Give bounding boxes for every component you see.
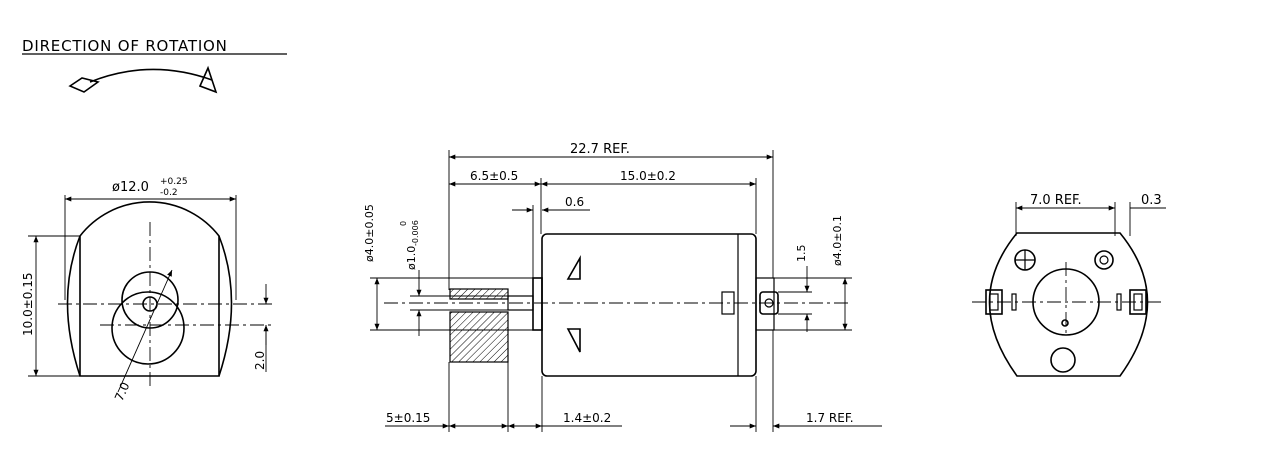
- front-diameter-tol-minus: -0.2: [160, 188, 178, 198]
- rear-spacing-label: 7.0 REF.: [1030, 193, 1082, 208]
- front-view: ø12.0 +0.25 -0.2 10.0±0.15 2.0 7.0: [21, 177, 272, 403]
- side-terminal-height-label: 1.5: [795, 245, 808, 263]
- front-height-label: 10.0±0.15: [21, 273, 35, 337]
- side-shaft-tol-lower: -0.006: [411, 220, 420, 246]
- side-shaft-dia-label: ø1.0: [405, 246, 418, 270]
- side-weight-lower: [449, 311, 509, 363]
- front-ecc-leader: [117, 269, 173, 393]
- rotation-title: DIRECTION OF ROTATION: [22, 37, 228, 55]
- side-body-length-label: 15.0±0.2: [620, 169, 676, 183]
- side-overall-label: 22.7 REF.: [570, 142, 630, 157]
- side-front-boss: [532, 277, 543, 331]
- side-rear-boss: [755, 277, 775, 331]
- front-diameter-tol-plus: +0.25: [160, 177, 188, 187]
- side-shaft-tol-upper: 0: [399, 221, 408, 226]
- side-marker-top-icon: [566, 254, 581, 280]
- rotation-header: DIRECTION OF ROTATION: [22, 37, 287, 94]
- rotation-arrow-head-icon: [198, 65, 218, 94]
- side-marker-bottom-icon: [566, 328, 581, 353]
- side-weight-label: 5±0.15: [386, 411, 430, 425]
- rear-view: 7.0 REF. 0.3: [972, 193, 1166, 377]
- side-rear-boss-label: ø4.0±0.1: [831, 215, 844, 266]
- front-offset-label: 2.0: [253, 351, 267, 370]
- front-body-left-arc: [66, 235, 81, 377]
- rear-body-outline: [988, 232, 1149, 377]
- rotation-arrow-tail-icon: [68, 77, 100, 93]
- side-shaft: [507, 295, 534, 311]
- side-terminal-length-label: 1.7 REF.: [806, 411, 854, 425]
- rear-screw-hole-right-inner: [1099, 255, 1109, 265]
- front-body-outline: [79, 201, 220, 377]
- side-view: 22.7 REF. 6.5±0.5 15.0±0.2 0.6 ø4.0±0.05…: [363, 142, 882, 432]
- rotation-arc: [89, 68, 213, 83]
- front-body-right-arc: [218, 235, 233, 377]
- side-shaft-length-label: 6.5±0.5: [470, 169, 518, 183]
- front-ecc-label: 7.0: [112, 380, 133, 403]
- rear-lower-hole: [1050, 347, 1076, 373]
- rear-screw-hole-right-outer: [1094, 250, 1114, 270]
- rear-offset-label: 0.3: [1141, 193, 1162, 208]
- front-weight-circle: [111, 291, 185, 365]
- side-gap-label: 0.6: [565, 195, 584, 209]
- side-boss-label: ø4.0±0.05: [363, 204, 376, 262]
- side-weight-upper: [449, 288, 509, 300]
- front-diameter-label: ø12.0: [112, 180, 149, 195]
- rear-shaft-dot: [1061, 319, 1069, 327]
- side-boss-length-label: 1.4±0.2: [563, 411, 611, 425]
- side-body: [541, 233, 757, 377]
